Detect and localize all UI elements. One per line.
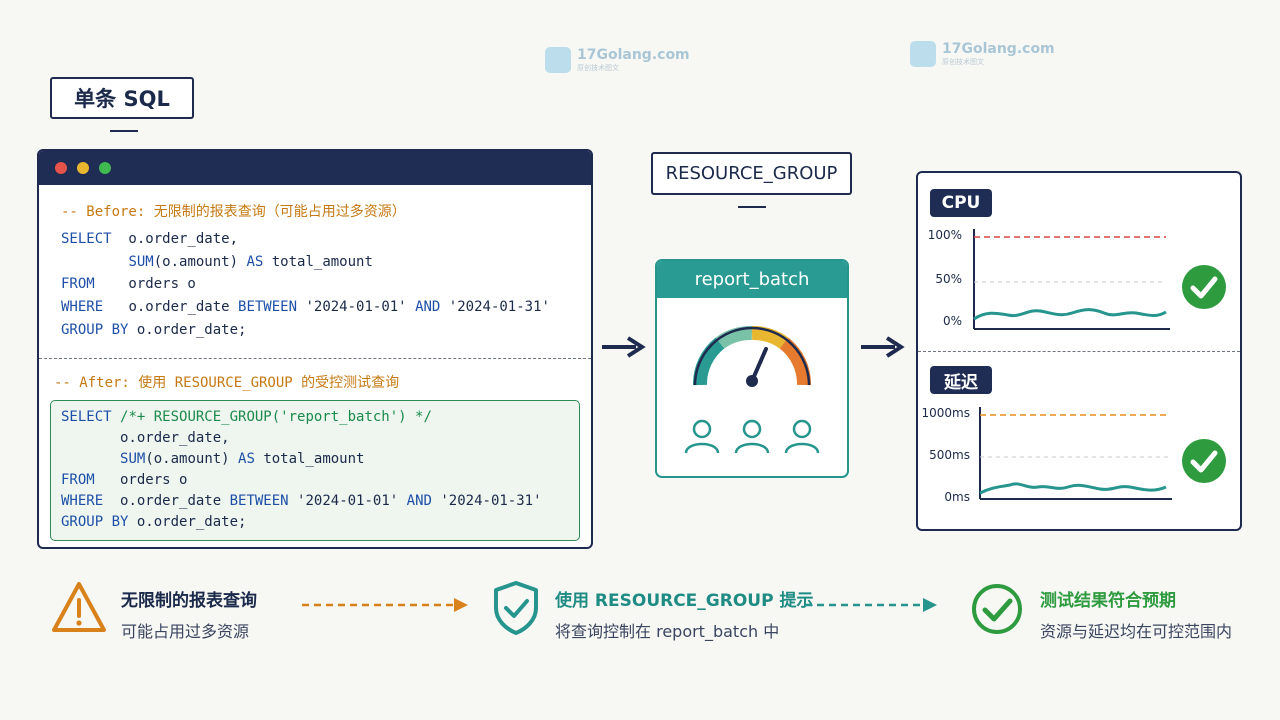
- code-line: WHERE o.order_date BETWEEN '2024-01-01' …: [61, 299, 550, 315]
- latency-tag: 延迟: [930, 366, 992, 394]
- arrow-right-icon: [602, 336, 646, 358]
- report-batch-title: report_batch: [657, 261, 847, 298]
- code-line: GROUP BY o.order_date;: [61, 514, 247, 530]
- editor-titlebar: [39, 151, 591, 185]
- dashed-arrow-orange: [302, 598, 468, 612]
- step3-subtitle: 资源与延迟均在可控范围内: [1040, 622, 1233, 641]
- latency-tick-500: 500ms: [929, 448, 970, 462]
- user-icon: [684, 419, 720, 454]
- watermark-logo-icon: [545, 47, 571, 73]
- code-line: SUM(o.amount) AS total_amount: [120, 451, 365, 467]
- latency-tick-1000: 1000ms: [921, 406, 970, 420]
- gauge-icon: [693, 326, 811, 387]
- after-comment: -- After: 使用 RESOURCE_GROUP 的受控测试查询: [54, 375, 400, 391]
- code-line: GROUP BY o.order_date;: [61, 322, 247, 338]
- code-line: o.order_date,: [61, 430, 230, 446]
- code-line: SELECT /*+ RESOURCE_GROUP('report_batch'…: [61, 409, 432, 425]
- window-close-dot-icon: [55, 162, 67, 174]
- latency-ok-check-icon: [1182, 439, 1226, 483]
- step2-title: 使用 RESOURCE_GROUP 提示: [555, 591, 814, 611]
- code-line: SUM(o.amount) AS total_amount: [128, 254, 373, 270]
- panel-divider: [918, 351, 1240, 352]
- user-icon: [734, 419, 770, 454]
- cpu-chart: [973, 229, 1170, 330]
- step1-subtitle: 可能占用过多资源: [121, 622, 250, 641]
- code-line: SELECT o.order_date,: [61, 231, 239, 247]
- title-underline: [110, 130, 138, 132]
- code-line: FROM orders o: [61, 276, 196, 292]
- cpu-tag: CPU: [930, 189, 992, 217]
- cpu-ok-check-icon: [1182, 265, 1226, 309]
- window-maximize-dot-icon: [99, 162, 111, 174]
- page-title: 单条 SQL: [50, 77, 194, 119]
- report-batch-card: report_batch: [655, 259, 849, 478]
- before-comment: -- Before: 无限制的报表查询（可能占用过多资源）: [61, 204, 406, 220]
- after-code-block: [50, 400, 580, 541]
- cpu-tick-100: 100%: [927, 228, 962, 242]
- step1-title: 无限制的报表查询: [121, 591, 257, 611]
- monitor-panel: CPU 100% 50% 0% 延迟 1000ms 500ms 0ms: [916, 171, 1242, 531]
- step2-subtitle: 将查询控制在 report_batch 中: [555, 622, 780, 641]
- step3-title: 测试结果符合预期: [1040, 591, 1176, 611]
- watermark-logo-icon: [910, 41, 936, 67]
- warning-triangle-icon: [52, 582, 106, 632]
- latency-chart: [979, 407, 1172, 500]
- circle-check-icon: [972, 584, 1022, 634]
- shield-check-icon: [494, 581, 538, 635]
- cpu-tick-50: 50%: [935, 272, 962, 286]
- code-line: WHERE o.order_date BETWEEN '2024-01-01' …: [61, 493, 542, 509]
- latency-tick-0: 0ms: [944, 490, 970, 504]
- resource-group-label: RESOURCE_GROUP: [651, 152, 852, 195]
- resource-group-underline: [738, 206, 766, 208]
- before-after-separator: [39, 358, 591, 359]
- code-editor: -- Before: 无限制的报表查询（可能占用过多资源） SELECT o.o…: [37, 149, 593, 549]
- code-line: FROM orders o: [61, 472, 188, 488]
- arrow-right-icon: [861, 336, 905, 358]
- cpu-tick-0: 0%: [942, 314, 962, 328]
- window-minimize-dot-icon: [77, 162, 89, 174]
- user-icon: [784, 419, 820, 454]
- dashed-arrow-teal: [805, 598, 937, 612]
